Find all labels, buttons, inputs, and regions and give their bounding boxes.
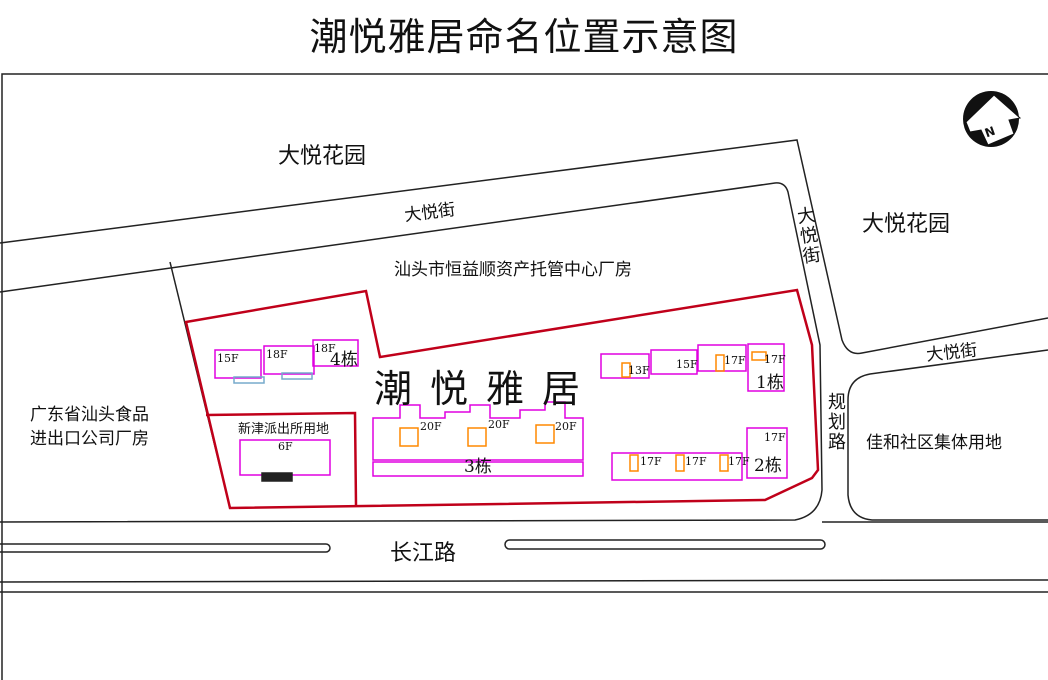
building-2 xyxy=(611,427,788,481)
floor-label: 17F xyxy=(764,353,786,366)
road-planned: 规划路 xyxy=(825,392,846,452)
road-edge xyxy=(0,579,1048,583)
floor-label: 18F xyxy=(314,342,336,355)
floor-label: 20F xyxy=(488,418,510,431)
project-name: 潮悦雅居 xyxy=(374,367,599,411)
floor-label: 17F xyxy=(640,455,662,468)
area-police: 新津派出所用地 xyxy=(238,422,330,437)
svg-text:N: N xyxy=(983,124,997,141)
map-title: 潮悦雅居命名位置示意图 xyxy=(309,15,739,59)
road-median xyxy=(0,543,331,553)
road-dayue-street-right: 大悦街 xyxy=(925,340,979,366)
area-factory-north: 汕头市恒益顺资产托管中心厂房 xyxy=(394,260,632,280)
floor-label: 17F xyxy=(764,431,786,444)
jiahe-block-edge xyxy=(847,349,1048,521)
floor-label: 6F xyxy=(278,440,293,453)
building-4 xyxy=(214,339,359,384)
building-police xyxy=(239,439,331,482)
site-boundary xyxy=(184,288,820,510)
floor-label: 13F xyxy=(628,364,650,377)
site-road-edge xyxy=(0,182,823,523)
area-jiahe: 佳和社区集体用地 xyxy=(866,433,1002,453)
floor-label: 15F xyxy=(217,352,239,365)
map-frame xyxy=(1,73,1048,680)
floor-label: 18F xyxy=(266,348,288,361)
building-name: 2栋 xyxy=(754,456,782,476)
building-1 xyxy=(600,343,785,392)
building-name: 4栋 xyxy=(330,350,358,370)
police-land-boundary xyxy=(205,411,358,506)
floor-label: 17F xyxy=(685,455,707,468)
north-arrow-icon: N xyxy=(963,91,1022,147)
area-factory-west-line2: 进出口公司厂房 xyxy=(30,429,149,449)
building-name: 1栋 xyxy=(756,373,784,393)
dayue-street-outer-edge xyxy=(0,139,1048,355)
floor-label: 20F xyxy=(420,420,442,433)
building-3 xyxy=(372,401,584,477)
floor-label: 15F xyxy=(676,358,698,371)
road-median xyxy=(504,539,826,550)
floor-label: 17F xyxy=(724,354,746,367)
road-changjiang: 长江路 xyxy=(390,541,457,566)
floor-label: 17F xyxy=(728,455,750,468)
floor-label: 20F xyxy=(555,420,577,433)
area-factory-west-line1: 广东省汕头食品 xyxy=(30,405,149,425)
area-dayue-garden-left: 大悦花园 xyxy=(278,144,367,169)
building-name: 3栋 xyxy=(464,457,492,477)
area-dayue-garden-right: 大悦花园 xyxy=(862,212,951,237)
